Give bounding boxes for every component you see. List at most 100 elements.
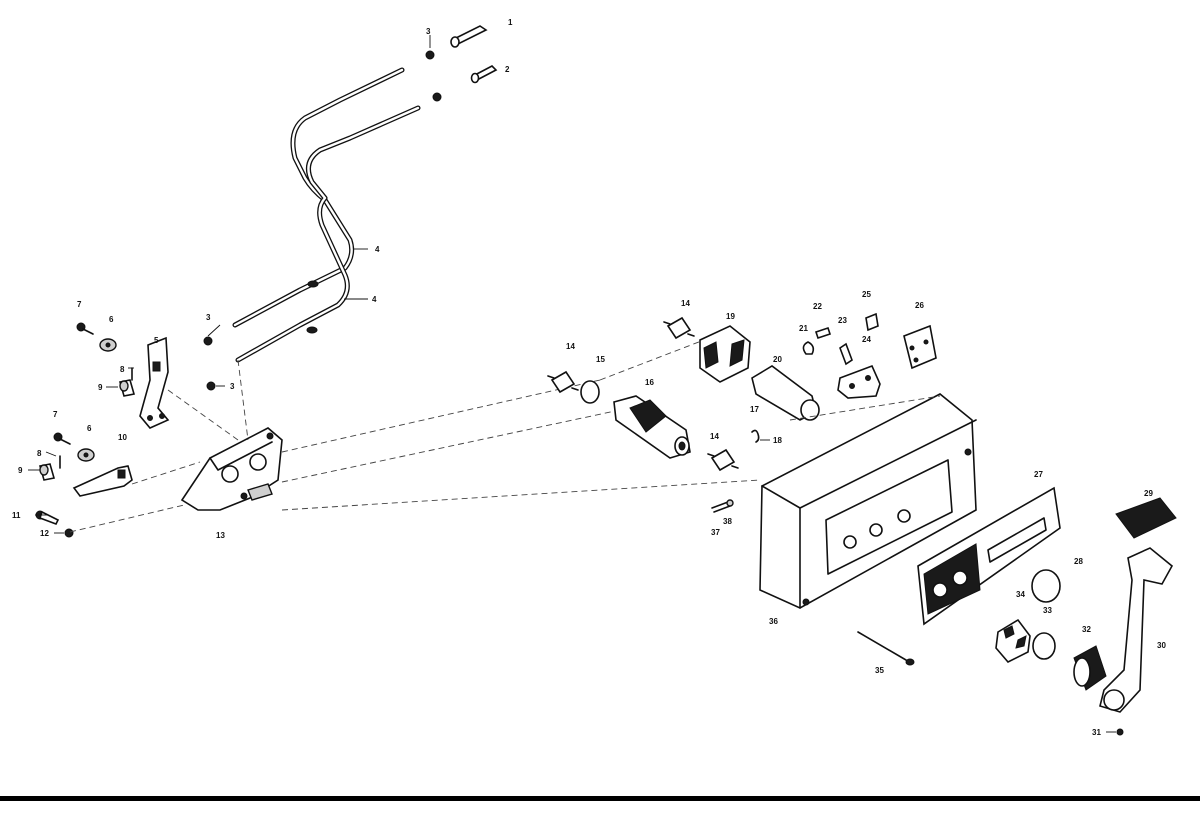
callout-19: 19 [726,312,735,321]
callout-9: 9 [98,383,103,392]
retainer-14-right [707,448,739,472]
callout-3: 3 [230,382,235,391]
assembly-line-9 [789,395,941,421]
bolt-9-upper [118,379,136,397]
callout-22: 22 [813,302,822,311]
callout-12: 12 [40,529,49,538]
hub-32 [1073,645,1107,691]
washer-6-upper [99,338,117,352]
callout-4: 4 [372,295,377,304]
callout-3: 3 [426,27,431,36]
washer-6-lower [77,448,95,462]
callout-17: 17 [750,405,759,414]
callout-1: 1 [508,18,513,27]
callout-32: 32 [1082,625,1091,634]
callout-9: 9 [18,466,23,475]
plate-26 [903,324,937,370]
washer-33 [1032,632,1056,660]
bolt-11 [35,510,60,526]
callout-11: 11 [12,511,21,520]
assembly-line-8 [599,329,731,381]
faceplate-27 [917,486,1061,626]
plunger-20 [751,365,820,421]
callout-14: 14 [710,432,719,441]
cable-end-fitting-1 [450,25,488,48]
callout-25: 25 [862,290,871,299]
callout-14: 14 [681,299,690,308]
cable-end-fitting-2 [470,65,498,84]
control-cable-lower [235,105,421,363]
long-screw-35 [857,631,915,666]
callout-23: 23 [838,316,847,325]
cable-sleeve-lower [306,326,318,334]
washer-15 [580,380,600,404]
screw-7-lower [53,432,71,445]
callout-5: 5 [154,336,159,345]
callout-18: 18 [773,436,782,445]
callout-16: 16 [645,378,654,387]
detent-ring-34 [995,618,1031,663]
assembly-line-7 [281,479,761,511]
callout-24: 24 [862,335,871,344]
callout-27: 27 [1034,470,1043,479]
callout-8: 8 [37,449,42,458]
callout-8: 8 [120,365,125,374]
control-cable-upper [232,67,405,328]
bracket-24 [837,364,881,399]
callout-26: 26 [915,301,924,310]
callout-21: 21 [799,324,808,333]
nut-3-mid [432,92,442,102]
callout-33: 33 [1043,606,1052,615]
assembly-line-2 [131,461,201,485]
assembly-line-5 [281,379,601,453]
lever-plate-5 [139,336,170,429]
lever-handle-30 [1099,547,1174,713]
shaft-16 [613,395,691,459]
screw-25 [865,312,879,332]
nut-3-lower [206,381,216,391]
screw-7-upper [76,322,94,335]
callout-3: 3 [206,313,211,322]
assembly-line-4 [237,359,249,441]
pin-23 [839,342,853,366]
callout-6: 6 [109,315,114,324]
callout-35: 35 [875,666,884,675]
ball-37 [726,499,734,507]
callout-34: 34 [1016,590,1025,599]
callout-38: 38 [723,517,732,526]
coupling-19 [699,325,751,383]
callout-31: 31 [1092,728,1101,737]
callout-4: 4 [375,245,380,254]
nut-12 [64,528,74,538]
control-housing-36 [759,393,977,609]
callout-10: 10 [118,433,127,442]
callout-20: 20 [773,355,782,364]
cap-28 [1031,569,1061,603]
callout-14: 14 [566,342,575,351]
callout-28: 28 [1074,557,1083,566]
callout-7: 7 [53,410,58,419]
callout-36: 36 [769,617,778,626]
clip-22 [802,341,815,355]
nut-3-top [425,50,435,60]
callout-2: 2 [505,65,510,74]
bolt-9-lower [38,463,56,481]
assembly-line-1 [167,389,239,441]
retainer-14-top [663,316,695,340]
grip-pad-29 [1115,497,1177,539]
lever-arm-10 [72,465,133,497]
callout-29: 29 [1144,489,1153,498]
callout-37: 37 [711,528,720,537]
nut-3-left [203,336,213,346]
callout-15: 15 [596,355,605,364]
assembly-line-6 [281,409,621,483]
callout-13: 13 [216,531,225,540]
mounting-bracket-13 [180,427,283,511]
callout-30: 30 [1157,641,1166,650]
callout-6: 6 [87,424,92,433]
screw-21 [814,326,832,340]
spring-38 [711,501,731,513]
assembly-line-3 [69,504,185,533]
cable-sleeve-upper [307,280,319,288]
